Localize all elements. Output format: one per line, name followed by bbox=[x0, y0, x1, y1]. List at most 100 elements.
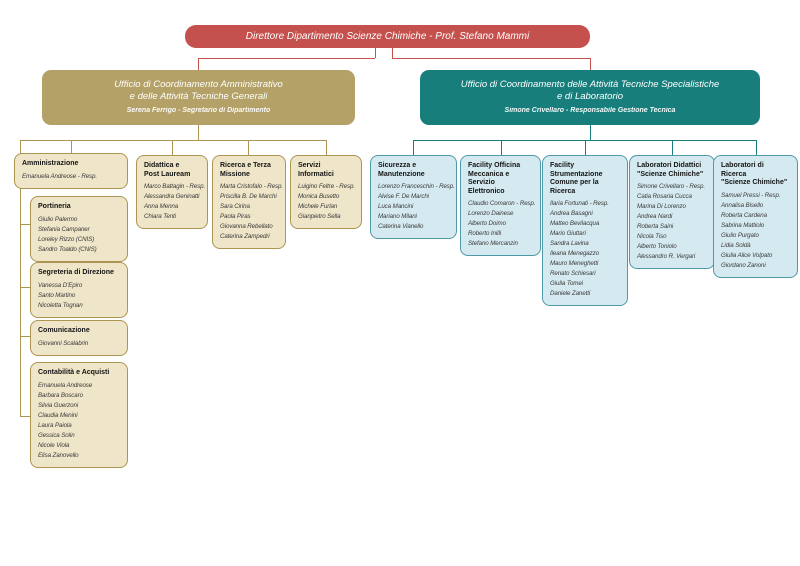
member-name: Annalisa Bisello bbox=[721, 201, 764, 209]
member-name: Laura Paiola bbox=[38, 421, 72, 429]
unit-title: Amministrazione bbox=[22, 160, 79, 167]
member-name: Roberto Inilli bbox=[468, 230, 501, 237]
unit-members: Marco Battagin - Resp.Alessandra Geninat… bbox=[144, 182, 205, 222]
member-name: Roberta Cardena bbox=[721, 211, 767, 219]
unit-didattica-post-lauream: Didattica e Post Lauream Marco Battagin … bbox=[136, 155, 208, 229]
director-box: Direttore Dipartimento Scienze Chimiche … bbox=[185, 25, 590, 48]
member-name: Alessandro R. Vergari bbox=[637, 253, 696, 260]
connector-line bbox=[590, 58, 591, 70]
unit-servizi-informatici: Servizi Informatici Luigino Feltre - Res… bbox=[290, 155, 362, 229]
member-name: Sabrina Mattiolo bbox=[721, 221, 765, 229]
member-name: Giulio Purgato bbox=[721, 231, 759, 239]
member-name: Alberto Doimo bbox=[468, 220, 506, 227]
unit-title: Segreteria di Direzione bbox=[38, 269, 114, 276]
member-name: Mario Giuttari bbox=[550, 230, 586, 237]
member-name: Giordano Zanoni bbox=[721, 261, 766, 269]
member-name: Anna Menna bbox=[144, 203, 179, 210]
member-name: Catia Rosaria Cucca bbox=[637, 193, 692, 200]
unit-title: Laboratori di Ricerca "Scienze Chimiche" bbox=[721, 162, 788, 186]
member-name: Daniele Zanetti bbox=[550, 290, 591, 297]
connector-line bbox=[248, 140, 249, 155]
connector-line bbox=[198, 58, 199, 70]
office-admin-title: Ufficio di Coordinamento Amministrativo … bbox=[114, 79, 283, 102]
member-name: Roberta Saini bbox=[637, 223, 674, 230]
connector-line bbox=[585, 140, 586, 155]
unit-facility-officina: Facility Officina Meccanica e Servizio E… bbox=[460, 155, 541, 256]
connector-line bbox=[20, 336, 30, 337]
member-name: Emanuela Andreose bbox=[38, 381, 93, 389]
member-name: Emanuela Andreose - Resp. bbox=[22, 172, 98, 180]
member-name: Stefano Mercanzin bbox=[468, 240, 518, 247]
connector-line bbox=[20, 287, 30, 288]
member-name: Andrea Nardi bbox=[637, 213, 673, 220]
member-name: Gessica Solin bbox=[38, 431, 75, 439]
member-name: Claudio Comaron - Resp. bbox=[468, 200, 536, 207]
connector-line bbox=[172, 140, 173, 155]
office-tech-subtitle: Simone Crivellaro - Responsabile Gestion… bbox=[504, 107, 676, 114]
connector-line bbox=[198, 58, 375, 59]
member-name: Sandra Lavina bbox=[550, 240, 589, 247]
connector-line bbox=[20, 140, 326, 141]
connector-line bbox=[20, 224, 30, 225]
member-name: Chiara Tenti bbox=[144, 213, 176, 220]
member-name: Matteo Bevilacqua bbox=[550, 220, 600, 227]
member-name: Monica Busetto bbox=[298, 193, 340, 200]
member-name: Andrea Basagni bbox=[550, 210, 593, 217]
member-name: Claudia Menini bbox=[38, 411, 78, 419]
connector-line bbox=[672, 140, 673, 155]
connector-line bbox=[756, 140, 757, 155]
unit-ricerca-terza-missione: Ricerca e Terza Missione Marta Cristofal… bbox=[212, 155, 286, 249]
member-name: Luca Mancini bbox=[378, 203, 414, 210]
member-name: Giulia Alice Volpato bbox=[721, 251, 773, 259]
connector-line bbox=[590, 125, 591, 140]
member-name: Lorenzo Dainese bbox=[468, 210, 514, 217]
unit-members: Emanuela Andreose - Resp. bbox=[22, 172, 120, 182]
unit-title: Facility Officina Meccanica e Servizio E… bbox=[468, 162, 521, 195]
member-name: Paola Piras bbox=[220, 213, 251, 220]
unit-title: Laboratori Didattici "Scienze Chimiche" bbox=[637, 162, 704, 178]
member-name: Marta Cristofalo - Resp. bbox=[220, 183, 283, 190]
member-name: Nicola Tiso bbox=[637, 233, 667, 240]
connector-line bbox=[413, 140, 414, 155]
unit-title: Didattica e Post Lauream bbox=[144, 162, 191, 178]
member-name: Giovanna Rebellato bbox=[220, 223, 273, 230]
connector-line bbox=[20, 140, 21, 416]
unit-title: Portineria bbox=[38, 203, 71, 210]
member-name: Alberto Toniolo bbox=[637, 243, 677, 250]
connector-line bbox=[326, 140, 327, 155]
member-name: Nicoletta Tognan bbox=[38, 301, 83, 309]
member-name: Caterina Zampedri bbox=[220, 233, 270, 240]
connector-line bbox=[198, 125, 199, 140]
unit-title: Servizi Informatici bbox=[298, 162, 334, 178]
connector-line bbox=[501, 140, 502, 155]
connector-line bbox=[375, 47, 376, 58]
unit-members: Lorenzo Franceschin - Resp. Alvise F. De … bbox=[378, 182, 455, 232]
member-name: Barbara Boscaro bbox=[38, 391, 83, 399]
member-name: Lorenzo Franceschin - Resp. bbox=[378, 183, 455, 190]
member-name: Elisa Zanovello bbox=[38, 451, 79, 459]
member-name: Alvise F. De Marchi bbox=[378, 193, 429, 200]
member-name: Sara Cirina bbox=[220, 203, 250, 210]
member-name: Mauro Meneghetti bbox=[550, 260, 599, 267]
member-name: Santo Martino bbox=[38, 291, 76, 299]
connector-line bbox=[413, 140, 756, 141]
member-name: Caterina Vianello bbox=[378, 223, 424, 230]
connector-line bbox=[71, 140, 72, 153]
member-name: Renato Schiesari bbox=[550, 270, 596, 277]
subunit-comunicazione: Comunicazione Giovanni Scalabrin bbox=[30, 320, 128, 356]
connector-line bbox=[392, 58, 590, 59]
office-tech-box: Ufficio di Coordinamento delle Attività … bbox=[420, 70, 760, 125]
connector-line bbox=[20, 416, 30, 417]
office-admin-subtitle: Serena Ferrigo - Segretario di Dipartime… bbox=[126, 107, 271, 114]
connector-line bbox=[392, 47, 393, 58]
subunit-contabilita-acquisti: Contabilità e Acquisti Emanuela Andreose… bbox=[30, 362, 128, 468]
office-tech-title: Ufficio di Coordinamento delle Attività … bbox=[460, 79, 720, 102]
member-name: Samuel Pressi - Resp. bbox=[721, 191, 781, 199]
member-name: Ilaria Fortunati - Resp. bbox=[550, 200, 609, 207]
